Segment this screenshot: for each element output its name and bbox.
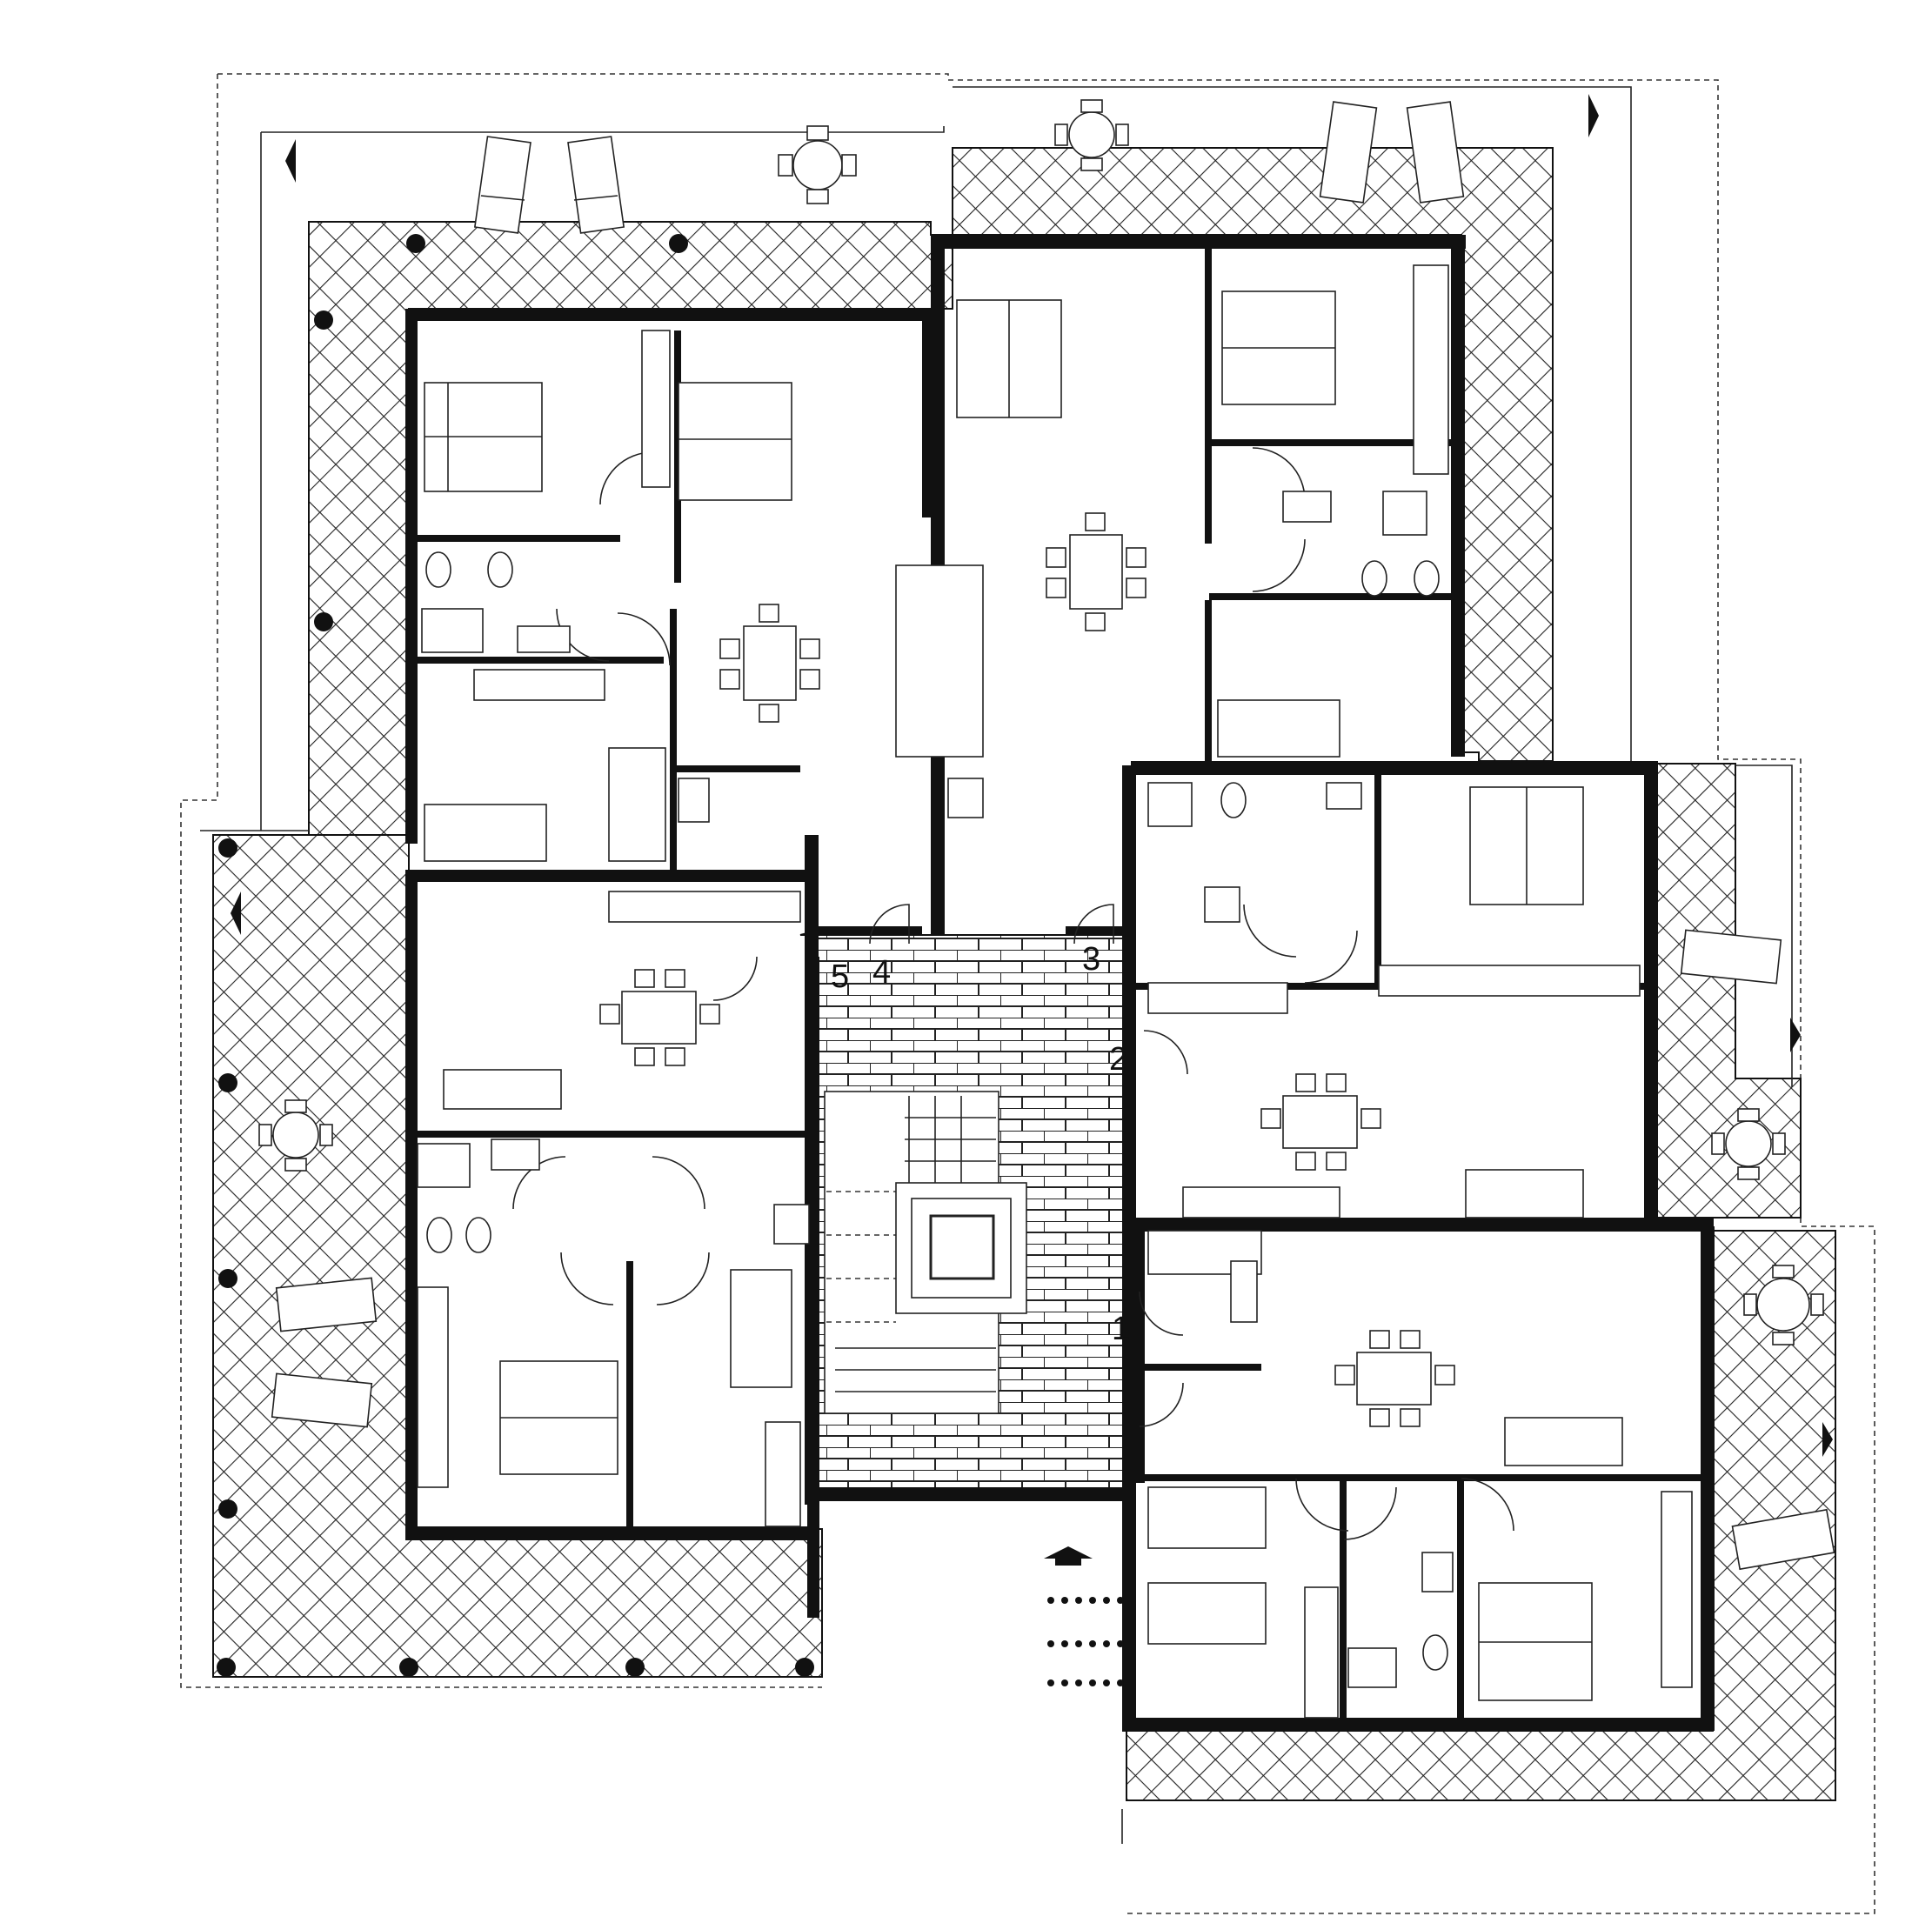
sun-lounger [1680, 929, 1782, 985]
column-dot-icon [406, 234, 425, 253]
bed-double [956, 299, 1062, 418]
bathrooms [417, 491, 1454, 1688]
bed-single [1217, 699, 1340, 758]
column-dot-icon [314, 612, 333, 631]
outdoor-table [258, 1099, 333, 1172]
entrance-number-3: 3 [1082, 941, 1100, 978]
up-arrow-icon [1044, 1546, 1093, 1566]
dining-table [1046, 512, 1146, 631]
bed-double [1469, 786, 1584, 905]
entrance-number-5: 5 [831, 958, 849, 995]
terrace-west [212, 834, 823, 1678]
bed-double [678, 382, 792, 501]
terrace-rails [200, 86, 1793, 1844]
column-dot-icon [217, 1658, 236, 1677]
outdoor-table [778, 125, 857, 204]
column-dot-icon [399, 1658, 418, 1677]
cabinets [417, 264, 1693, 1719]
sun-lounger [271, 1372, 373, 1428]
bed-single [608, 747, 666, 862]
entrance-path [1044, 1546, 1124, 1686]
entrance-number-4: 4 [872, 954, 891, 991]
dining-tables [599, 512, 1455, 1427]
path-dots [1047, 1597, 1124, 1686]
sun-lounger [275, 1277, 378, 1332]
walls [405, 235, 1715, 1732]
sun-lounger [473, 136, 531, 234]
column-dot-icon [669, 234, 688, 253]
direction-arrows [231, 94, 1833, 1457]
direction-arrow-icon [1790, 1018, 1801, 1052]
dining-table [1260, 1073, 1381, 1171]
direction-arrow-icon [1822, 1422, 1833, 1457]
bed-double [1221, 290, 1336, 405]
sun-lounger [567, 136, 625, 234]
direction-arrow-icon [1588, 94, 1599, 137]
direction-arrow-icon [231, 891, 241, 935]
entrance-number-2: 2 [1109, 1041, 1127, 1078]
outdoor-table [1054, 99, 1129, 171]
site-boundary [180, 73, 1875, 1914]
dining-table [1334, 1330, 1455, 1427]
column-dot-icon [314, 310, 333, 330]
outdoor-table [1711, 1108, 1786, 1180]
bed-single [424, 804, 547, 862]
sun-lounger [1731, 1508, 1835, 1571]
lift-car [929, 1214, 995, 1280]
bed-single [1147, 1582, 1267, 1645]
column-dot-icon [218, 838, 237, 858]
dining-table [719, 604, 820, 723]
dining-table [599, 969, 720, 1066]
column-dot-icon [795, 1658, 814, 1677]
beds [424, 290, 1593, 1701]
stair-treads [826, 1096, 996, 1392]
bed-double [424, 382, 543, 492]
entrance-number-1: 1 [1112, 1311, 1130, 1347]
common-hall [799, 929, 1132, 1501]
column-dot-icon [218, 1073, 237, 1092]
bed-single [730, 1269, 792, 1388]
outdoor-table [1743, 1265, 1824, 1345]
sun-lounger [1406, 101, 1465, 204]
entrance-numbers: 5 4 3 2 1 [831, 941, 1130, 1347]
sun-lounger [1319, 101, 1378, 204]
bed-double [499, 1360, 618, 1475]
direction-arrow-icon [285, 139, 296, 183]
doors [512, 447, 1514, 1540]
bed-single [1147, 1486, 1267, 1549]
column-dot-icon [625, 1658, 645, 1677]
outdoor-furniture [258, 99, 1835, 1571]
column-dot-icon [218, 1499, 237, 1519]
column-dot-icon [218, 1269, 237, 1288]
bed-double [1478, 1582, 1593, 1701]
columns [217, 234, 814, 1677]
